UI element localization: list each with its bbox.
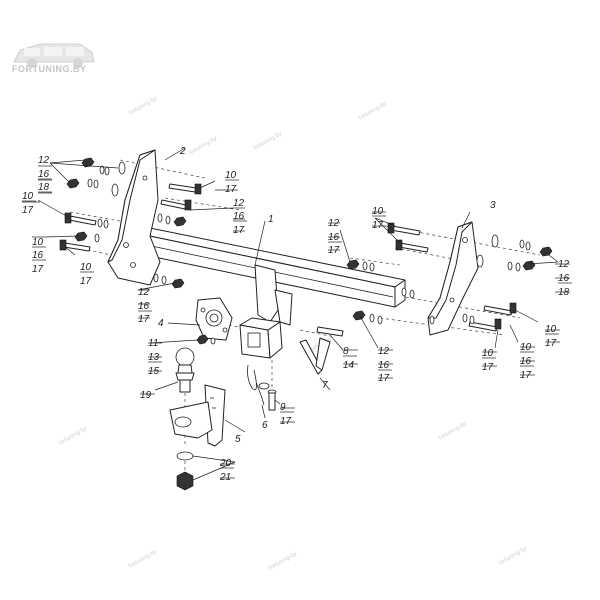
label-17: 17 <box>138 314 150 325</box>
watermark-text: fortuning.by <box>498 546 528 567</box>
label-17: 17 <box>225 184 237 195</box>
label-part-3: 3 <box>490 200 496 211</box>
label-16: 16 <box>233 211 245 222</box>
label-10: 10 <box>520 342 532 353</box>
leader-lines <box>22 147 570 481</box>
label-16: 16 <box>378 360 390 371</box>
label-17: 17 <box>233 225 245 236</box>
tow-ball-part-19 <box>175 347 195 393</box>
label-10: 10 <box>482 348 494 359</box>
label-10: 10 <box>22 191 34 202</box>
label-10: 10 <box>32 237 44 248</box>
label-part-6: 6 <box>262 420 268 431</box>
label-15: 15 <box>148 366 160 377</box>
watermark-text: fortuning.by <box>268 551 298 572</box>
left-bracket-part-2 <box>107 149 161 286</box>
label-12: 12 <box>138 287 150 298</box>
watermark-text: fortuning.by <box>438 421 468 442</box>
label-10: 10 <box>545 324 557 335</box>
fortuning-logo-icon <box>13 43 95 68</box>
label-20: 20 <box>219 458 232 469</box>
ball-mount-part-5 <box>169 384 226 447</box>
label-19: 19 <box>140 390 152 401</box>
label-18: 18 <box>558 287 570 298</box>
label-16: 16 <box>520 356 532 367</box>
label-10: 10 <box>225 170 237 181</box>
label-17: 17 <box>378 373 390 384</box>
label-underlines <box>22 178 572 469</box>
label-16: 16 <box>328 232 340 243</box>
hardware <box>59 157 553 491</box>
label-14: 14 <box>343 360 355 371</box>
logo-text: FORTUNING.BY <box>12 64 87 74</box>
label-17: 17 <box>32 264 44 275</box>
label-12: 12 <box>38 155 50 166</box>
watermark-text: fortuning.by <box>58 426 88 447</box>
watermarks: fortuning.by fortuning.by fortuning.by f… <box>58 96 528 572</box>
label-13: 13 <box>148 352 160 363</box>
watermark-text: fortuning.by <box>253 131 283 152</box>
label-12: 12 <box>558 259 570 270</box>
label-12: 12 <box>328 218 340 229</box>
label-10: 10 <box>80 262 92 273</box>
label-9: 9 <box>280 402 286 413</box>
label-21: 21 <box>219 472 231 483</box>
label-8: 8 <box>343 346 349 357</box>
label-17: 17 <box>482 362 494 373</box>
label-part-1: 1 <box>268 214 274 225</box>
label-part-7: 7 <box>322 380 328 391</box>
label-12: 12 <box>233 198 245 209</box>
label-17: 17 <box>328 245 340 256</box>
label-part-2: 2 <box>179 146 186 157</box>
label-18: 18 <box>38 182 50 193</box>
pin-part-7 <box>299 337 331 375</box>
part-labels: 12 16 18 2 10 17 10 17 12 16 17 10 16 17… <box>22 146 570 483</box>
label-17: 17 <box>22 205 34 216</box>
label-17: 17 <box>545 338 557 349</box>
label-16: 16 <box>558 273 570 284</box>
label-17: 17 <box>520 370 532 381</box>
watermark-text: fortuning.by <box>358 101 388 122</box>
label-17: 17 <box>80 276 92 287</box>
watermark-text: fortuning.by <box>128 96 158 117</box>
label-16: 16 <box>138 301 150 312</box>
label-part-4: 4 <box>158 318 164 329</box>
label-11: 11 <box>148 338 158 349</box>
watermark-text: fortuning.by <box>188 136 218 157</box>
hitch-mount <box>239 264 293 359</box>
label-part-5: 5 <box>235 434 241 445</box>
label-17: 17 <box>372 220 384 231</box>
label-17: 17 <box>280 416 292 427</box>
label-12: 12 <box>378 346 390 357</box>
label-16: 16 <box>32 250 44 261</box>
socket-plate-part-4 <box>195 297 233 341</box>
watermark-text: fortuning.by <box>128 549 158 570</box>
right-bracket-part-3 <box>427 221 479 336</box>
label-16: 16 <box>38 169 50 180</box>
label-10: 10 <box>372 206 384 217</box>
bolt-part-8 <box>316 326 344 337</box>
clip-part-6 <box>247 364 270 406</box>
